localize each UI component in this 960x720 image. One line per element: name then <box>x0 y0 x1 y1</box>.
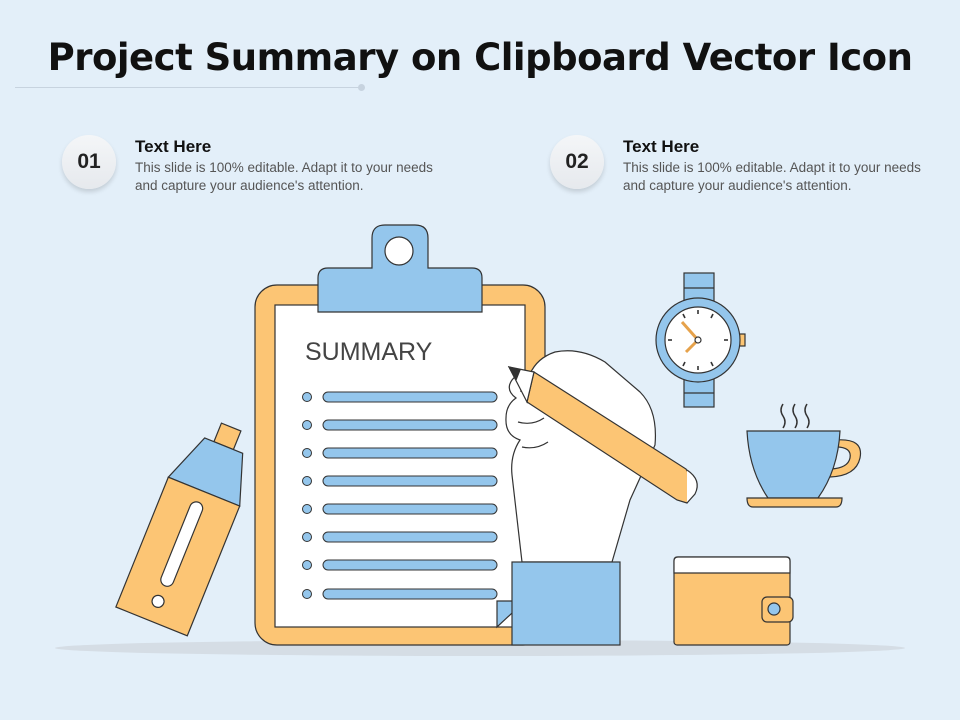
point-number-badge: 01 <box>62 135 116 189</box>
list-item <box>302 588 498 600</box>
summary-list <box>302 391 498 600</box>
point-heading: Text Here <box>135 137 212 156</box>
point-number-badge: 02 <box>550 135 604 189</box>
list-item <box>302 531 498 543</box>
list-item <box>302 391 498 403</box>
coffee-cup-icon <box>746 403 862 508</box>
point-heading: Text Here <box>623 137 700 156</box>
list-item <box>302 503 498 515</box>
list-item <box>302 559 498 571</box>
clipboard-summary-label: SUMMARY <box>305 338 433 366</box>
title-divider <box>15 87 361 88</box>
point-body: This slide is 100% editable. Adapt it to… <box>623 160 921 193</box>
wristwatch-icon <box>655 272 746 408</box>
list-item <box>302 475 498 487</box>
title-divider-dot <box>358 84 365 91</box>
hand-with-pencil-icon <box>505 350 698 646</box>
slide-title: Project Summary on Clipboard Vector Icon <box>47 36 913 79</box>
highlighter-icon <box>115 422 244 637</box>
wallet-icon <box>673 556 794 646</box>
point-body: This slide is 100% editable. Adapt it to… <box>135 160 433 193</box>
list-item <box>302 419 498 431</box>
list-item <box>302 447 498 459</box>
clipboard-icon <box>254 224 546 646</box>
